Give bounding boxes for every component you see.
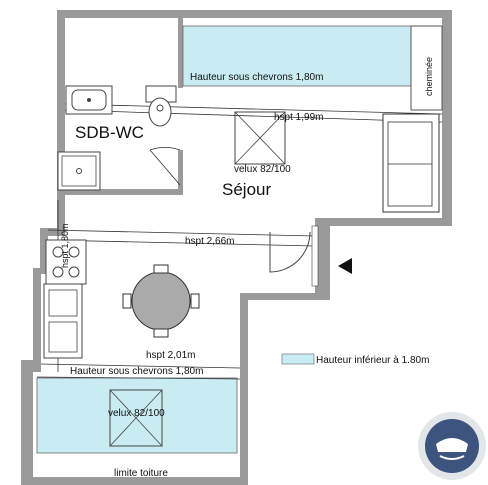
partition-sdb-top [178,18,183,88]
legend-text: Hauteur inférieur à 1.80m [316,355,429,366]
rafter-line-top-2 [64,109,443,123]
label-velux-top: velux 82/100 [234,164,291,175]
label-hspt-199: hspt 1,99m [274,112,323,123]
rafter-line-low-2 [36,376,241,380]
partition-sdb-vertical [178,150,183,195]
label-hspt-266: hspt 2,66m [185,236,234,247]
rafter-line-top [64,103,443,115]
room-name-sejour: Séjour [222,180,271,199]
cooktop [45,239,87,285]
interior-floor [33,18,442,477]
velux-top [234,111,286,165]
kitchen-counter [43,283,83,359]
washbasin [65,85,113,115]
chimney [410,25,443,111]
shower-tray [57,151,101,191]
chimney-label: cheminée [424,57,434,96]
rafter-line-low [40,363,241,369]
velux-bottom [109,389,163,447]
low-ceiling-zone-top [182,25,412,87]
room-name-sdb: SDB-WC [75,123,144,142]
label-hauteur-bottom: Hauteur sous chevrons 1,80m [70,366,203,377]
label-velux-bottom: velux 82/100 [108,408,165,419]
entrance-arrow-icon [338,258,352,274]
legend-swatch [281,353,315,365]
partition-sdb-bottom [65,189,183,195]
sofa [382,113,440,213]
sdb-door [149,147,181,186]
dining-table [122,264,200,338]
label-limite-toiture: limite toiture [114,468,168,479]
brand-logo [418,412,486,480]
label-hspt-201: hspt 2,01m [146,350,195,361]
entrance-door [269,225,319,287]
label-hspt-180: hspt 1,80m [60,223,70,268]
label-hauteur-top: Hauteur sous chevrons 1,80m [190,72,323,83]
toilet [145,85,177,127]
